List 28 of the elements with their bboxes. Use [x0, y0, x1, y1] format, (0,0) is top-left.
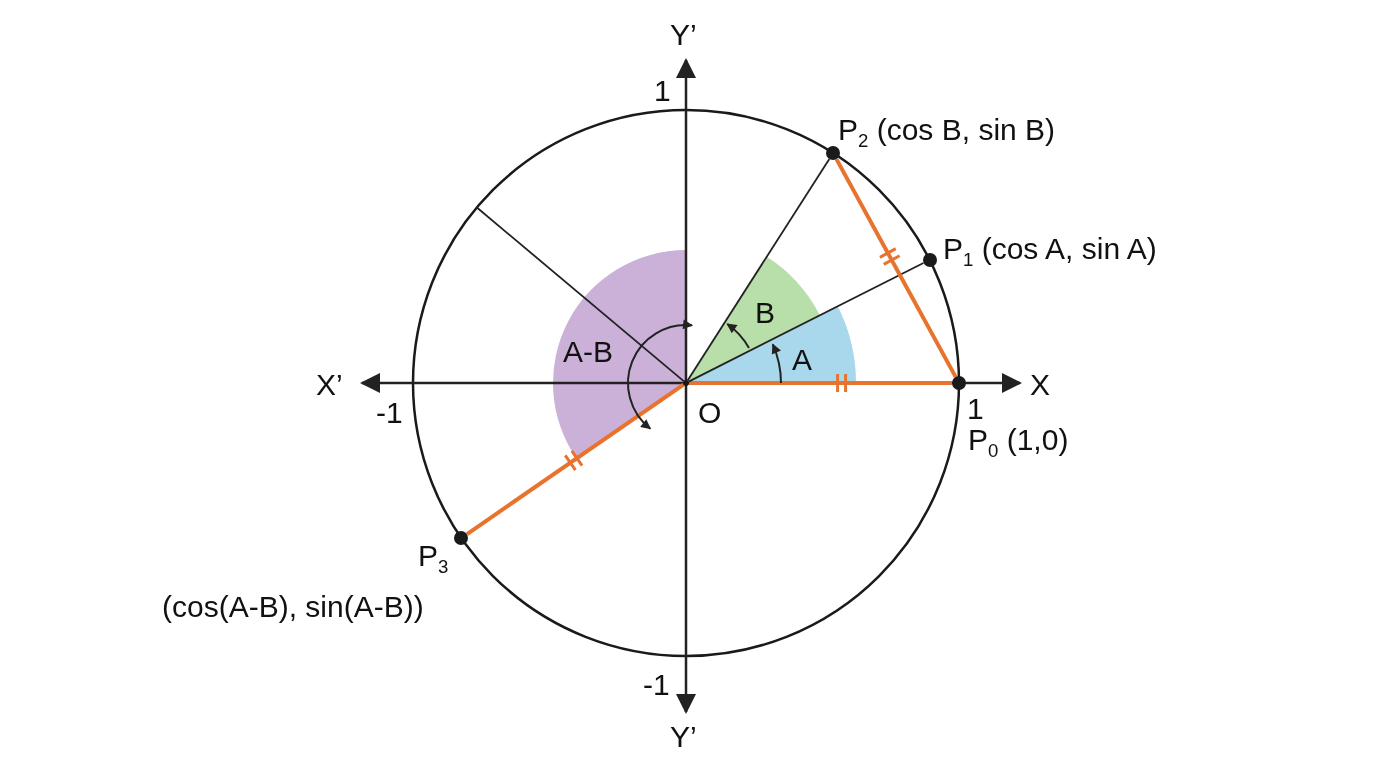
radius-line	[687, 262, 925, 383]
angle-label: A-B	[563, 337, 613, 367]
point-dot	[683, 380, 689, 386]
tick-label: 1	[967, 394, 984, 424]
axis-label: Y’	[670, 722, 697, 752]
point-dot	[922, 252, 937, 267]
point-label: P$_{1}$ (cos A, sin A)	[943, 234, 1157, 270]
tick-label: -1	[376, 398, 403, 428]
tick-label: -1	[643, 670, 670, 700]
point-dot	[952, 376, 966, 390]
tick-label: 1	[654, 76, 671, 106]
point-label: P$_{2}$ (cos B, sin B)	[838, 115, 1056, 151]
point-label: (cos(A-B), sin(A-B))	[162, 592, 424, 622]
axis-label: X	[1030, 370, 1050, 400]
radius-line	[686, 158, 831, 382]
segment	[465, 383, 685, 536]
axis-label: X’	[316, 370, 343, 400]
axis-label: Y’	[670, 20, 697, 50]
segment	[689, 381, 952, 385]
point-label: P$_{3}$	[418, 541, 449, 577]
segment	[834, 158, 958, 378]
point-dot	[454, 531, 469, 545]
point-label: O	[698, 398, 722, 428]
angle-label: A	[792, 345, 812, 375]
point-label: P$_{0}$ (1,0)	[968, 425, 1069, 461]
point-dot	[826, 146, 841, 160]
angle-label: B	[755, 298, 775, 328]
radius-line	[475, 206, 685, 382]
